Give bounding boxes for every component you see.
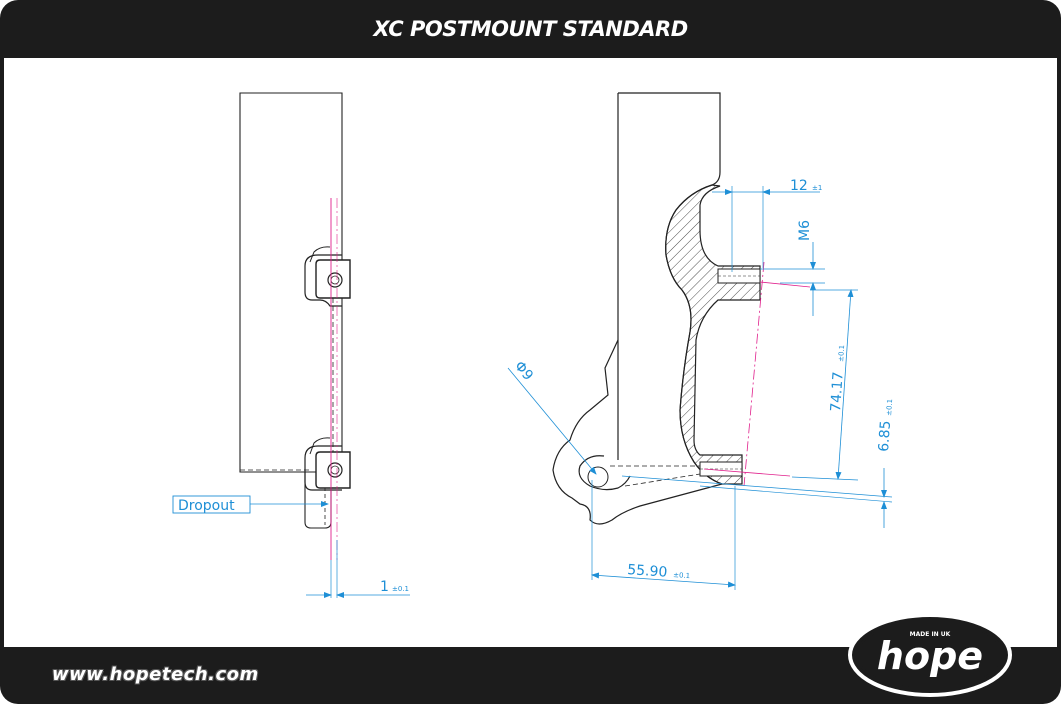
dim-offset-right-tol: ±0.1 <box>885 399 894 417</box>
lower-mount-boss <box>304 437 351 491</box>
dim-spacing-value: 74.17 <box>828 371 847 412</box>
dim-axle-value: 55.90 <box>627 562 668 581</box>
technical-drawing: 1 ±0.1 Dropout <box>172 92 894 598</box>
dim-depth-tol: ±1 <box>812 184 822 192</box>
dim-offset-left-tol: ±0.1 <box>392 585 409 593</box>
upper-mount-boss <box>304 246 351 307</box>
dropout-slot <box>552 339 723 525</box>
logo-brand: hope <box>877 634 983 678</box>
caliper-axis-line <box>743 261 765 487</box>
page-title: XC POSTMOUNT STANDARD <box>373 17 688 41</box>
left-view: 1 ±0.1 Dropout <box>172 92 410 598</box>
logo-tagline: MADE IN UK <box>910 631 951 638</box>
drawing-canvas: 1 ±0.1 Dropout <box>4 58 1057 647</box>
dim-dia-value: Φ9 <box>511 358 536 384</box>
dim-axle-tol: ±0.1 <box>673 571 691 580</box>
dropout-callout-box <box>172 495 251 514</box>
footer-url: www.hopetech.com <box>52 664 259 685</box>
dim-spacing-tol: ±0.1 <box>837 345 846 363</box>
dim-offset-left-value: 1 <box>380 579 389 595</box>
right-view: 12 ±1 M6 74.17 ±0.1 6.85 <box>507 92 894 590</box>
dim-thread-value: M6 <box>797 220 813 241</box>
dim-depth-value: 12 <box>790 178 808 194</box>
section-hatch <box>665 184 761 485</box>
hope-logo: MADE IN UK hope <box>848 613 1012 697</box>
header-bar: XC POSTMOUNT STANDARD <box>0 0 1061 58</box>
dropout-callout-label: Dropout <box>178 498 235 514</box>
footer-bar: www.hopetech.com MADE IN UK hope <box>0 613 1061 704</box>
dim-offset-right-value: 6.85 <box>876 420 894 452</box>
